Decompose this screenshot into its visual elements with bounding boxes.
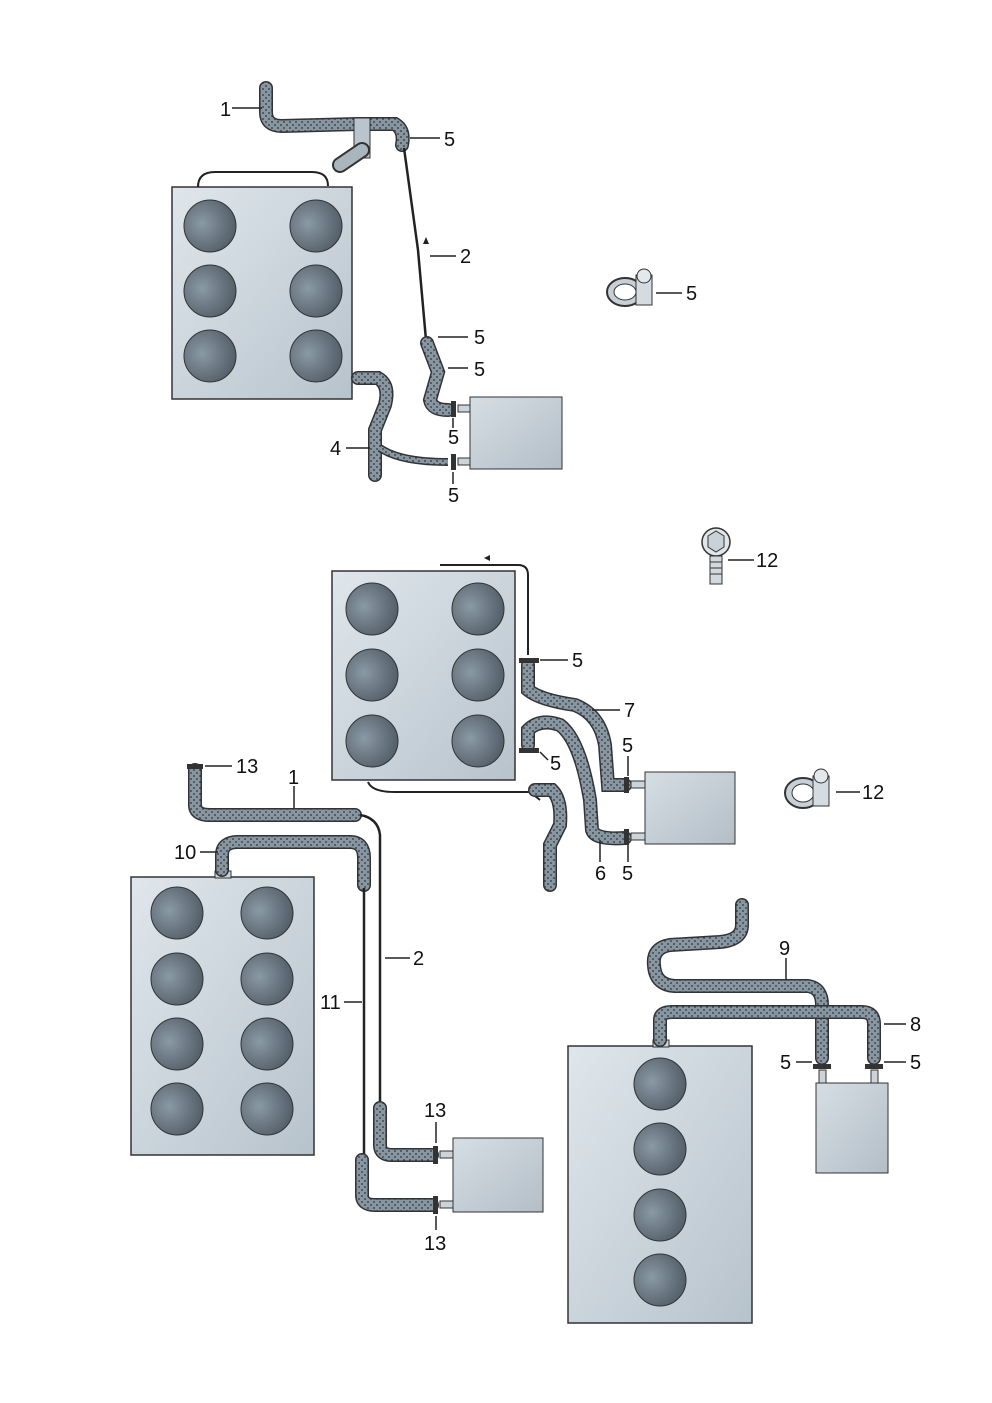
cylinders [345,582,505,768]
pipe-2 [402,147,428,341]
heater-core [452,1137,544,1213]
callout-label: 13 [424,1100,446,1122]
pipe-2 [359,813,382,1105]
callout-label: 5 [474,327,485,349]
callout-label: 5 [448,485,459,507]
callout-label: 1 [288,767,299,789]
clamp-marker [624,777,629,793]
callout-label: 7 [624,700,635,722]
heater-core [815,1082,889,1174]
callout-label: 1 [220,99,231,121]
callout-label: 2 [413,948,424,970]
callout-label: 5 [448,427,459,449]
leader-lines [200,765,437,1230]
clamp-marker [187,764,203,769]
clamp-marker [624,829,629,845]
bolt-icon [701,527,731,585]
callout-label: 10 [174,842,196,864]
clamp-marker [519,658,539,663]
clamp-marker [813,1064,831,1069]
callout-label: 13 [236,756,258,778]
callout-label: 5 [910,1052,921,1074]
hose-1 [188,763,362,822]
hose-1 [259,81,410,152]
callout-label: 5 [780,1052,791,1074]
callout-label: 5 [622,735,633,757]
leader-lines [539,559,860,862]
hose-heater-lower [355,1153,439,1212]
callout-label: 5 [444,129,455,151]
hose-clamp-icon [606,268,653,307]
leader-lines [232,107,682,484]
clamp-marker [451,454,456,470]
middle-assembly: 12 5 7 5 5 12 6 5 [331,527,884,892]
cylinders [183,199,343,383]
callout-label: 6 [595,863,606,885]
callout-label: 12 [756,550,778,572]
callout-label: 8 [910,1014,921,1036]
callout-label: 12 [862,782,884,804]
leader-lines [785,958,906,1063]
callout-label: 5 [550,753,561,775]
breather-line [197,171,329,188]
callout-label: 11 [320,992,341,1014]
top-assembly: 1 5 2 5 5 5 4 5 5 [171,81,697,507]
bottom-right-assembly: 9 8 5 5 [567,898,921,1324]
clamp-marker [433,1196,438,1214]
callout-label: 5 [686,283,697,305]
clamp-marker [433,1146,438,1164]
bleed-line [367,781,541,801]
clamp-marker [519,748,539,753]
heater-core [469,396,563,470]
return-line [440,564,529,655]
callout-label: 5 [572,650,583,672]
callout-label: 4 [330,438,341,460]
callout-label: 5 [474,359,485,381]
clamp-marker [865,1064,883,1069]
bottom-left-assembly: 13 1 10 2 11 13 13 [130,756,544,1255]
hose-clamp-icon [784,768,830,809]
cylinders [633,1057,687,1307]
callout-label: 13 [424,1233,446,1255]
clamp-marker [451,401,456,417]
callout-label: 2 [460,246,471,268]
heater-core [644,771,736,845]
cylinders [150,886,294,1136]
callout-label: 9 [779,938,790,960]
callout-label: 5 [622,863,633,885]
